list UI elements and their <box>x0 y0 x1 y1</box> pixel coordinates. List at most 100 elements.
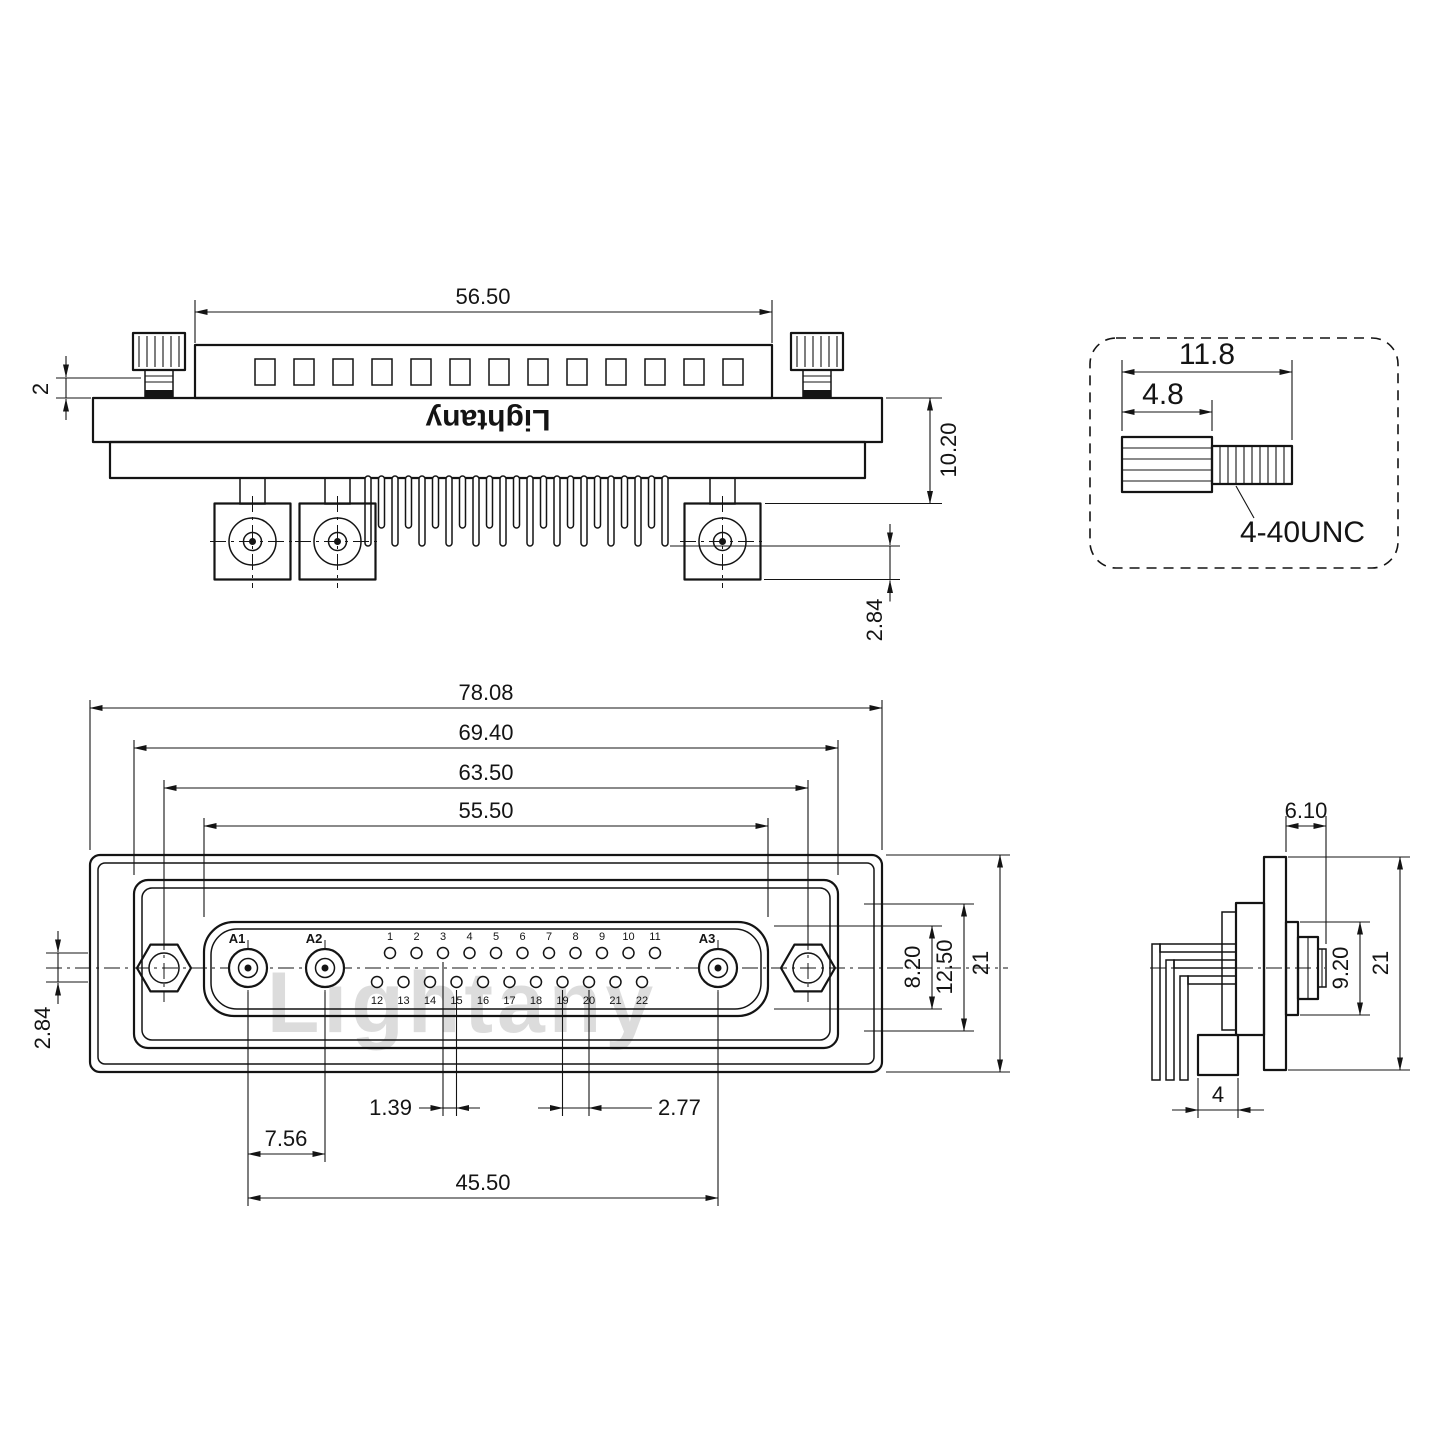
pin-1 <box>383 946 397 960</box>
solder-pin <box>485 475 494 529</box>
pin-21 <box>609 975 622 989</box>
dim-thread-height: 9.20 <box>1300 921 1370 1016</box>
pin-label-2: 2 <box>413 931 419 943</box>
solder-pin <box>391 475 399 547</box>
dim-opening-height-label: 8.20 <box>900 946 925 989</box>
solder-pin <box>404 475 413 529</box>
vertical-centerlines <box>163 934 809 1002</box>
dim-coax-pitch-label: 7.56 <box>265 1126 308 1151</box>
pin-window <box>683 358 705 386</box>
coax-contact-a1 <box>210 477 296 588</box>
solder-pin <box>566 475 575 529</box>
pin-label-8: 8 <box>572 931 578 943</box>
solder-pin <box>580 475 588 547</box>
pin-18 <box>529 975 543 989</box>
coax-label-a1: A1 <box>229 931 246 946</box>
dim-nut-width-label: 6.10 <box>1285 798 1328 823</box>
detail-box <box>1089 337 1399 569</box>
flange-face <box>132 878 840 1050</box>
pin-12 <box>370 975 384 989</box>
side-part <box>1151 855 1327 1081</box>
pin-window <box>410 358 432 386</box>
dim-overall-width-label: 78.08 <box>458 680 513 705</box>
dim-overall-width: 78.08 <box>89 680 883 850</box>
pin-label-5: 5 <box>493 931 499 943</box>
pin-8 <box>569 946 582 960</box>
pin-window <box>254 358 276 386</box>
pin-label-13: 13 <box>397 995 409 1007</box>
pin-window <box>293 358 315 386</box>
solder-pin <box>526 475 534 547</box>
solder-pin <box>499 475 507 547</box>
pin-label-4: 4 <box>466 931 472 943</box>
pin-window <box>566 358 588 386</box>
thread-spec-label: 4-40UNC <box>1240 516 1365 549</box>
pin-9 <box>595 946 609 960</box>
solder-pin <box>458 475 467 529</box>
outer-shield <box>88 853 884 1074</box>
pin-label-21: 21 <box>609 995 621 1007</box>
dim-opening-height: 8.20 <box>774 925 942 1010</box>
pin-16 <box>476 975 490 989</box>
dim-top-width-label: 56.50 <box>455 284 510 309</box>
dim-top-width: 56.50 <box>194 284 773 343</box>
solder-pin <box>620 475 629 529</box>
pin-19 <box>556 975 569 989</box>
coax-pin-a3: A3 <box>697 931 739 989</box>
shell-inner <box>210 928 762 1010</box>
screw-detail: 11.8 4.8 4-40UNC <box>1089 337 1399 569</box>
coax-pin-a1: A1 <box>227 931 269 989</box>
solder-pin <box>431 475 440 529</box>
pin-window <box>371 358 393 386</box>
dim-mid-height: 12.50 <box>864 903 974 1032</box>
dim-half-pitch: 1.39 <box>369 962 480 1120</box>
dim-flange-width: 69.40 <box>133 720 839 875</box>
pin-20 <box>582 975 596 989</box>
pin-2 <box>410 946 423 960</box>
pin-3 <box>436 946 450 960</box>
coax-pin-a2: A2 <box>304 931 346 989</box>
pin-5 <box>489 946 503 960</box>
dim-side-total-height: 21 <box>1288 856 1410 1071</box>
dim-top-lip: 2 <box>28 356 141 420</box>
dim-top-lip-label: 2 <box>28 383 53 395</box>
dim-screw-head: 4.8 <box>1121 378 1213 431</box>
pin-22 <box>635 975 649 989</box>
dim-standoff: 4 <box>1172 1078 1264 1118</box>
solder-pin <box>607 475 615 547</box>
dim-top-height: 10.20 <box>765 397 961 505</box>
dim-thread-height-label: 9.20 <box>1328 947 1353 990</box>
pin-label-6: 6 <box>519 931 525 943</box>
pin-label-14: 14 <box>424 995 436 1007</box>
dim-standoff-label: 4 <box>1212 1082 1224 1107</box>
pin-window <box>527 358 549 386</box>
dim-row-offset-label: 2.84 <box>30 1007 55 1050</box>
dim-mid-height-label: 12.50 <box>932 939 957 994</box>
dim-top-height-label: 10.20 <box>936 422 961 477</box>
front-view: Lightany A1 A2 <box>30 680 1010 1206</box>
hex-nut-right <box>779 943 837 993</box>
pin-7 <box>542 946 556 960</box>
pin-label-9: 9 <box>599 931 605 943</box>
dim-row-offset: 2.84 <box>30 931 88 1049</box>
coax-label-a3: A3 <box>699 931 716 946</box>
dim-screw-head-label: 4.8 <box>1142 378 1184 411</box>
solder-pin <box>539 475 548 529</box>
pin-label-10: 10 <box>622 931 634 943</box>
pin-label-1: 1 <box>387 931 393 943</box>
dim-flange-width-label: 69.40 <box>458 720 513 745</box>
dim-hole-spacing-label: 63.50 <box>458 760 513 785</box>
pin-13 <box>397 975 410 989</box>
dim-side-total-height-label: 21 <box>1368 951 1393 975</box>
dim-coax-span-label: 45.50 <box>455 1170 510 1195</box>
pin-11 <box>648 946 662 960</box>
shell-outer <box>202 920 770 1018</box>
dim-total-height-label: 21 <box>968 951 993 975</box>
pin-window <box>722 358 744 386</box>
dim-top-pin-offset: 2.84 <box>670 524 900 641</box>
dim-top-pin-offset-label: 2.84 <box>862 599 887 642</box>
pin-label-16: 16 <box>477 995 489 1007</box>
dim-screw-total: 11.8 <box>1121 338 1293 440</box>
pin-label-12: 12 <box>371 995 383 1007</box>
